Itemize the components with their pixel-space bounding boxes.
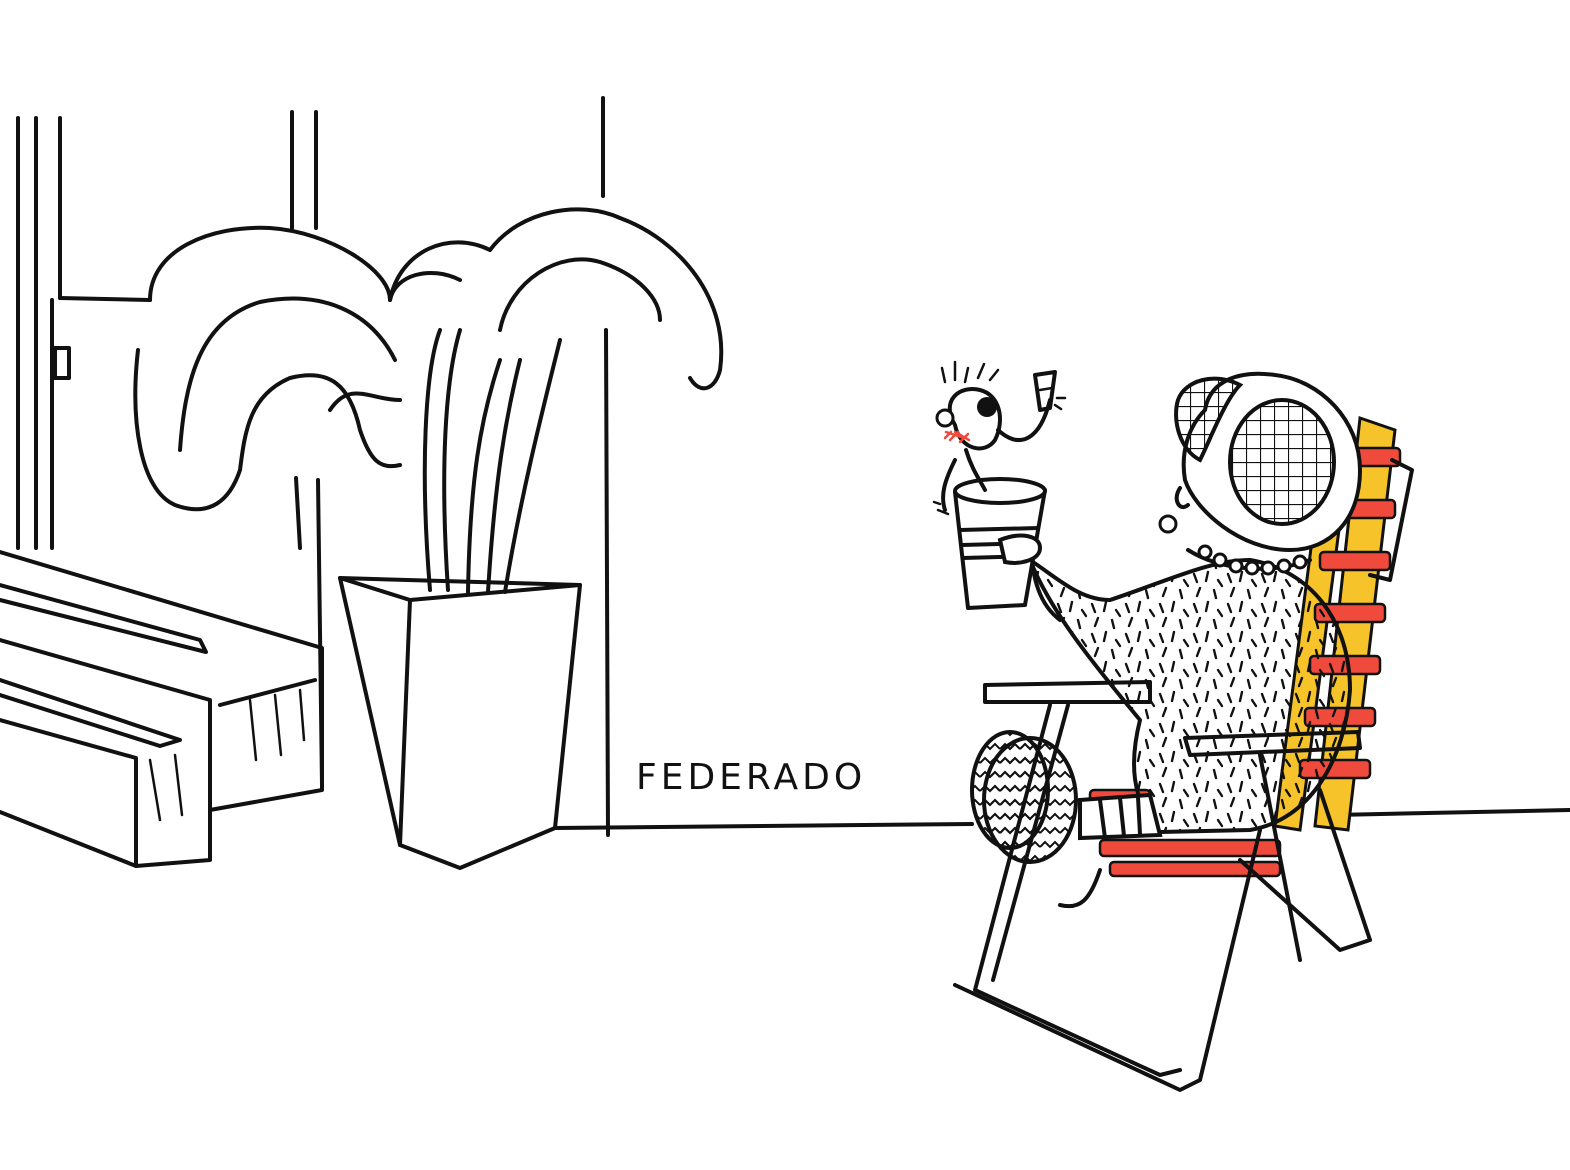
wall-sign-text: FEDERADO xyxy=(636,757,867,798)
stick-figure-icon xyxy=(932,360,1067,516)
pearl-necklace xyxy=(1197,544,1308,576)
planter-icon xyxy=(133,207,724,870)
plastic-cup-icon xyxy=(953,477,1047,610)
stairs xyxy=(0,550,324,868)
room-walls xyxy=(16,96,1570,837)
seated-figure xyxy=(970,371,1363,864)
